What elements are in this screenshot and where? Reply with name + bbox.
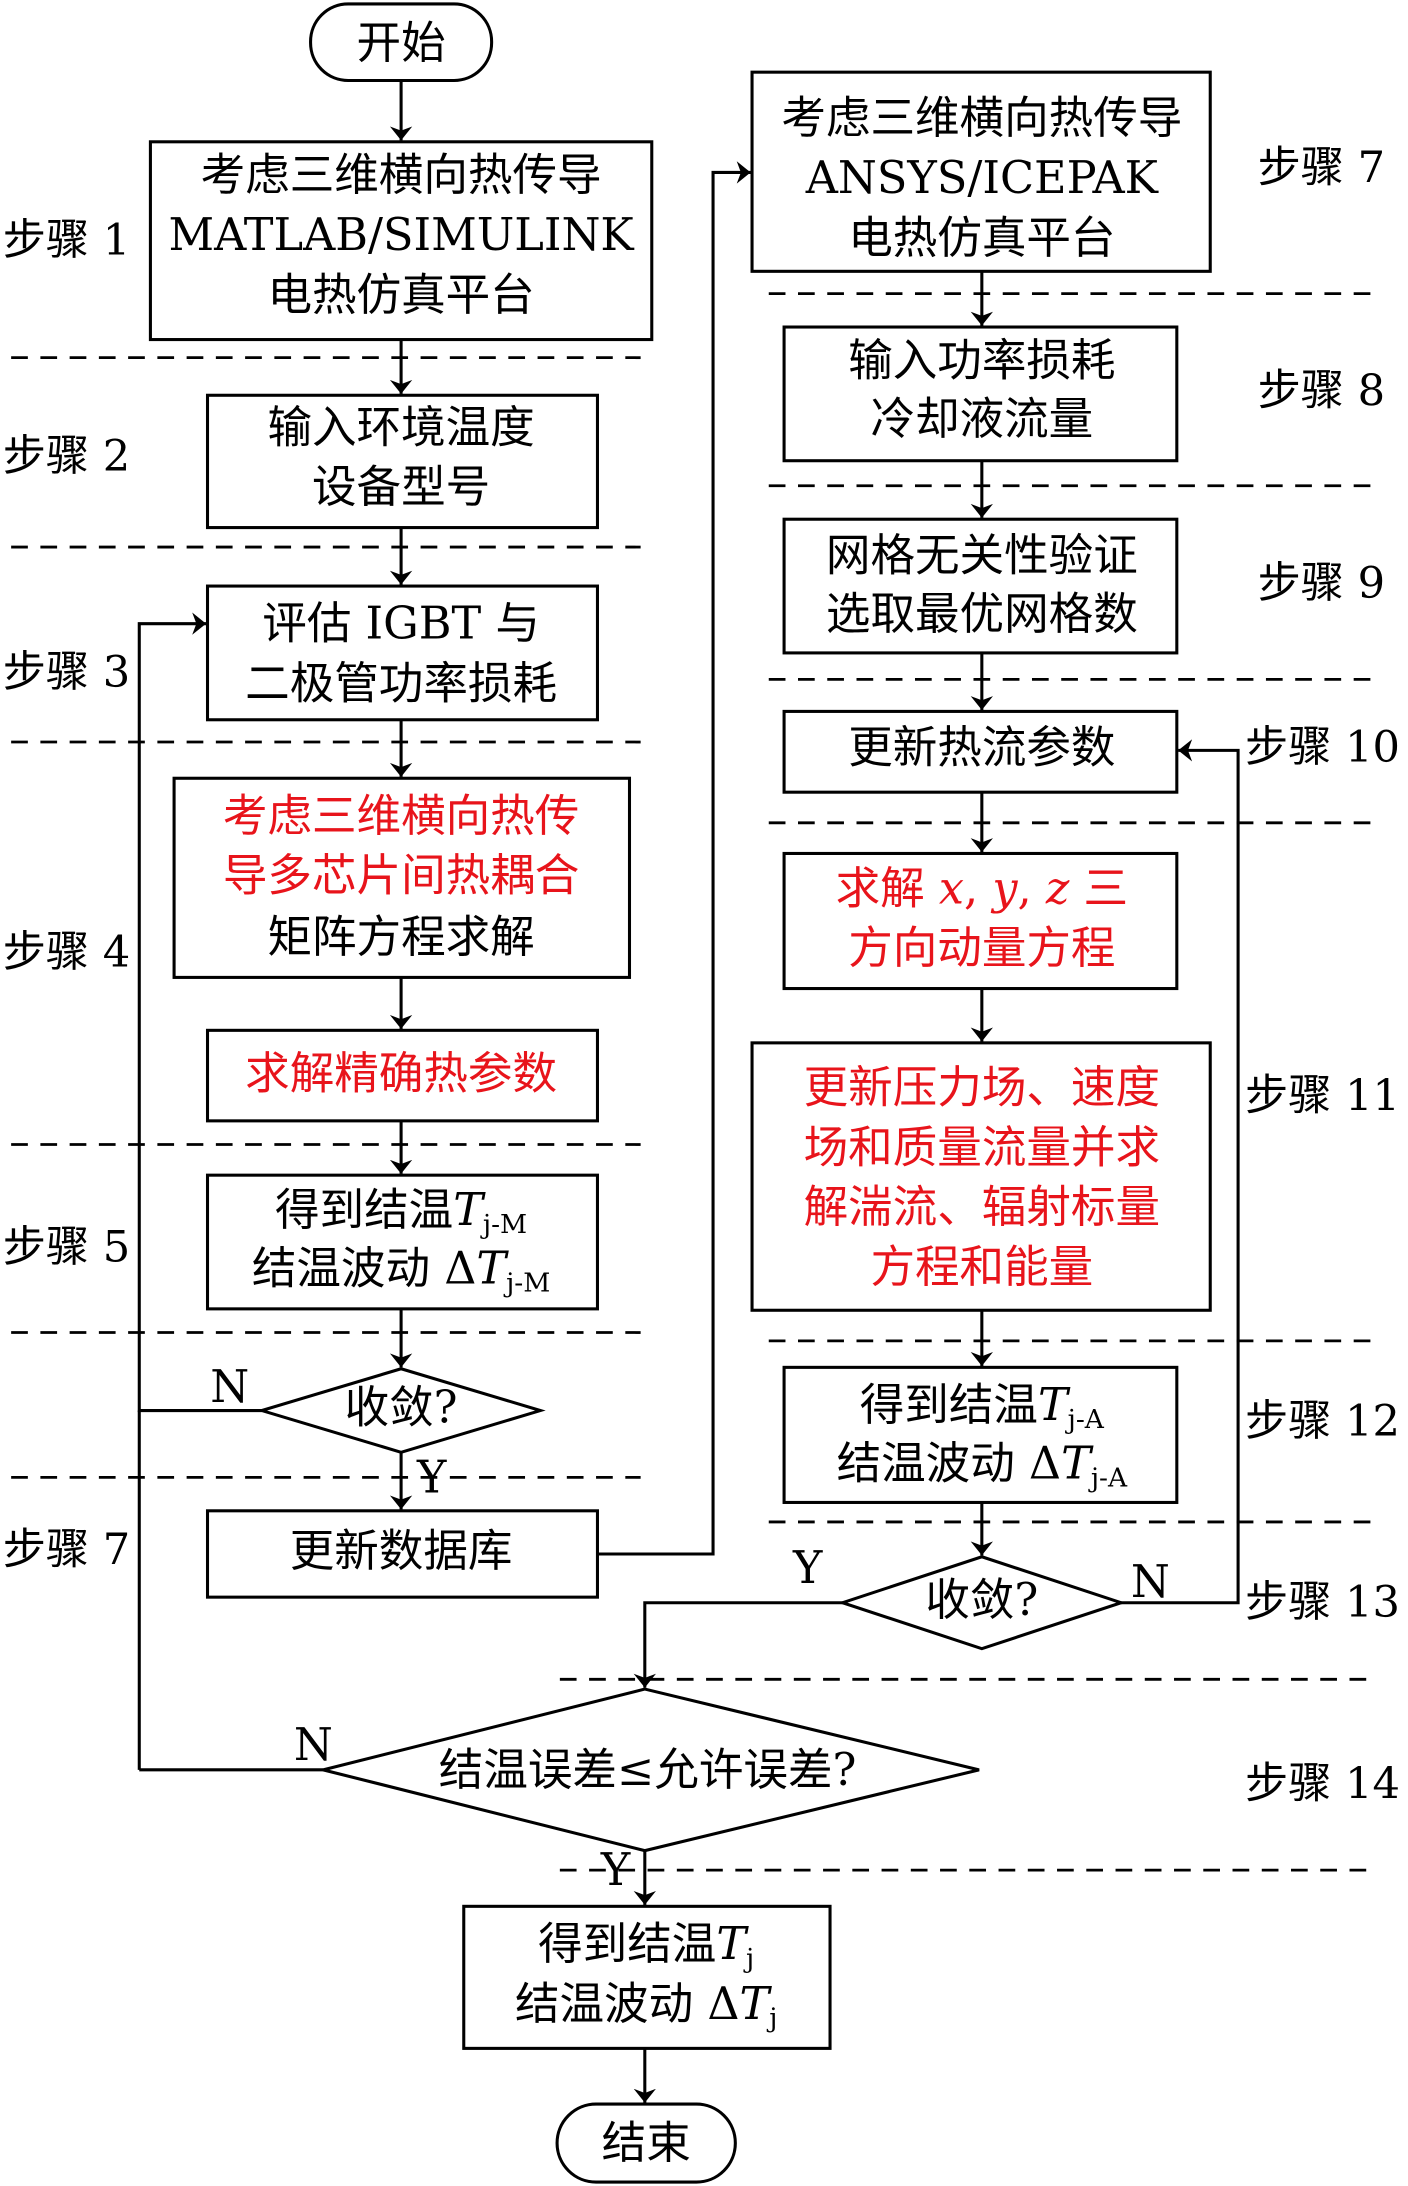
box-text: 得到结温Tj-M: [275, 1184, 527, 1239]
no-label: N: [210, 1361, 249, 1413]
box-text: 求解精确热参数: [245, 1048, 557, 1100]
step-label: 步骤 4: [3, 927, 130, 977]
end-terminal: 结束: [555, 2102, 737, 2184]
decision-text: 收敛?: [925, 1574, 1038, 1626]
right-decision: 收敛? Y N: [792, 1542, 1170, 1651]
no-label: N: [1131, 1556, 1170, 1608]
no-label: N: [294, 1719, 333, 1771]
box-text: 方向动量方程: [848, 922, 1115, 974]
box-text: 输入环境温度: [267, 401, 534, 453]
box-text: ANSYS/ICEPAK: [805, 152, 1159, 204]
box-text: 矩阵方程求解: [267, 911, 534, 963]
right-box-6: 更新压力场、速度 场和质量流量并求 解湍流、辐射标量 方程和能量: [750, 1041, 1212, 1312]
box-text: 网格无关性验证: [826, 529, 1138, 581]
box-text: 解湍流、辐射标量: [804, 1181, 1160, 1233]
box-text: 输入功率损耗: [848, 334, 1115, 386]
box-text: 结温波动 ΔTj-A: [837, 1437, 1128, 1492]
start-terminal: 开始: [309, 2, 494, 83]
box-text: MATLAB/SIMULINK: [168, 209, 634, 261]
step-label: 步骤 8: [1258, 366, 1385, 416]
step-label: 步骤 14: [1245, 1759, 1400, 1809]
step-separators: [11, 292, 1379, 1872]
decision-text: 收敛?: [345, 1382, 458, 1434]
yes-label: Y: [792, 1542, 823, 1594]
step-label: 步骤 9: [1258, 558, 1385, 608]
left-box-1: 考虑三维横向热传导 MATLAB/SIMULINK 电热仿真平台: [148, 140, 654, 342]
step-labels: 步骤 1 步骤 2 步骤 3 步骤 4 步骤 5 步骤 7 步骤 7 步骤 8 …: [3, 143, 1400, 1809]
left-box-2: 输入环境温度 设备型号: [205, 393, 599, 530]
box-text: 结温波动 ΔTj-M: [252, 1242, 550, 1297]
final-decision: 结温误差≤允许误差? N Y: [294, 1687, 980, 1896]
left-box-4: 考虑三维横向热传 导多芯片间热耦合 矩阵方程求解: [172, 776, 632, 979]
left-box-3: 评估 IGBT 与 二极管功率损耗: [205, 584, 599, 722]
left-box-7: 更新数据库: [205, 1509, 599, 1599]
step-label: 步骤 12: [1245, 1397, 1400, 1447]
step-label: 步骤 7: [3, 1525, 130, 1575]
right-box-5: 求解 x, y, z 三 方向动量方程: [782, 851, 1179, 991]
step-label: 步骤 11: [1245, 1071, 1400, 1121]
step-label: 步骤 5: [3, 1223, 130, 1273]
step-label: 步骤 10: [1245, 723, 1400, 773]
box-text: 更新数据库: [290, 1525, 513, 1577]
start-label: 开始: [357, 17, 446, 69]
box-text: 电热仿真平台: [848, 212, 1115, 264]
box-text: 设备型号: [312, 461, 490, 513]
box-text: 更新热流参数: [848, 722, 1115, 774]
right-box-3: 网格无关性验证 选取最优网格数: [782, 517, 1179, 655]
right-box-1: 考虑三维横向热传导 ANSYS/ICEPAK 电热仿真平台: [750, 70, 1212, 273]
box-text: 考虑三维横向热传导: [781, 92, 1182, 144]
connectors: [137, 80, 1240, 2103]
box-text: 考虑三维横向热传导: [201, 149, 602, 201]
right-box-2: 输入功率损耗 冷却液流量: [782, 325, 1179, 463]
box-text: 求解 x, y, z 三: [836, 862, 1128, 914]
right-box-7: 得到结温Tj-A 结温波动 ΔTj-A: [782, 1365, 1179, 1504]
yes-label: Y: [416, 1451, 447, 1503]
final-box: 得到结温Tj 结温波动 ΔTj: [462, 1904, 832, 2050]
left-box-5: 求解精确热参数: [205, 1028, 599, 1123]
box-text: 场和质量流量并求: [804, 1121, 1160, 1173]
right-box-4: 更新热流参数: [782, 709, 1179, 794]
yes-label: Y: [600, 1844, 631, 1896]
decision-text: 结温误差≤允许误差?: [439, 1744, 857, 1796]
box-text: 得到结温Tj: [538, 1918, 754, 1973]
box-text: 得到结温Tj-A: [860, 1379, 1105, 1434]
box-text: 电热仿真平台: [267, 269, 534, 321]
box-text: 冷却液流量: [870, 393, 1093, 445]
step-label: 步骤 3: [3, 647, 130, 697]
box-text: 方程和能量: [870, 1241, 1093, 1293]
box-text: 选取最优网格数: [826, 588, 1138, 640]
step-label: 步骤 1: [3, 216, 130, 266]
box-text: 更新压力场、速度: [804, 1061, 1160, 1113]
left-box-6: 得到结温Tj-M 结温波动 ΔTj-M: [205, 1173, 599, 1311]
box-text: 结温波动 ΔTj: [515, 1978, 777, 2033]
box-text: 二极管功率损耗: [245, 658, 557, 710]
box-text: 评估 IGBT 与: [262, 598, 540, 650]
box-text: 考虑三维横向热传: [223, 790, 579, 842]
step-label: 步骤 13: [1245, 1578, 1400, 1628]
step-label: 步骤 2: [3, 432, 130, 482]
left-decision: 收敛? N Y: [210, 1361, 546, 1503]
box-text: 导多芯片间热耦合: [223, 850, 579, 902]
step-label: 步骤 7: [1258, 143, 1385, 193]
end-label: 结束: [602, 2117, 691, 2169]
